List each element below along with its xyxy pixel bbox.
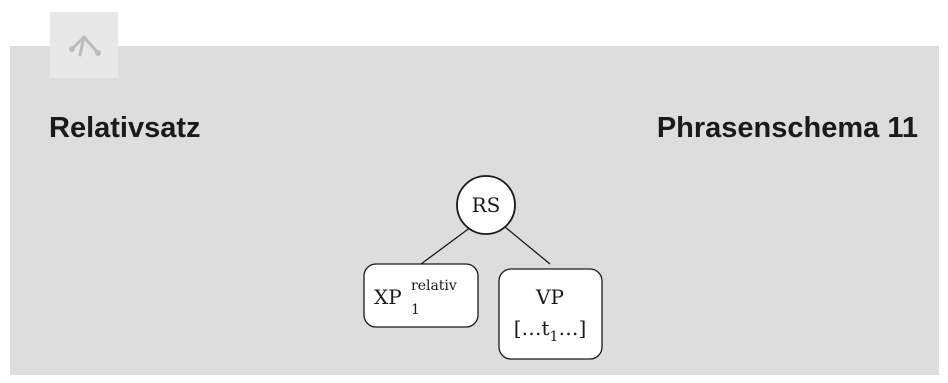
- root-label: RS: [472, 193, 501, 217]
- left-node-superscript: relativ: [411, 278, 457, 294]
- tree-edge-left: [420, 226, 472, 265]
- right-node-line2-close: …]: [558, 316, 586, 340]
- tree-structure-icon: [69, 35, 101, 57]
- tree-node-right: [498, 268, 603, 360]
- right-node-line2-open: […t: [514, 316, 550, 340]
- tree-edge-right: [504, 226, 551, 265]
- tree-node-left: [363, 263, 479, 328]
- tree-node-root: [456, 175, 516, 235]
- right-node-line1: VP: [535, 285, 564, 309]
- heading-relativsatz: Relativsatz: [49, 112, 201, 144]
- right-node-line2-subscript: 1: [550, 329, 559, 345]
- heading-phrasenschema: Phrasenschema 11: [656, 112, 918, 144]
- left-node-base: XP: [374, 285, 402, 309]
- left-node-subscript: 1: [411, 302, 420, 318]
- right-node-line2: […t1…]: [514, 316, 587, 345]
- left-node-label: XP 1 relativ: [374, 278, 457, 318]
- tree-structure-badge: [50, 12, 118, 78]
